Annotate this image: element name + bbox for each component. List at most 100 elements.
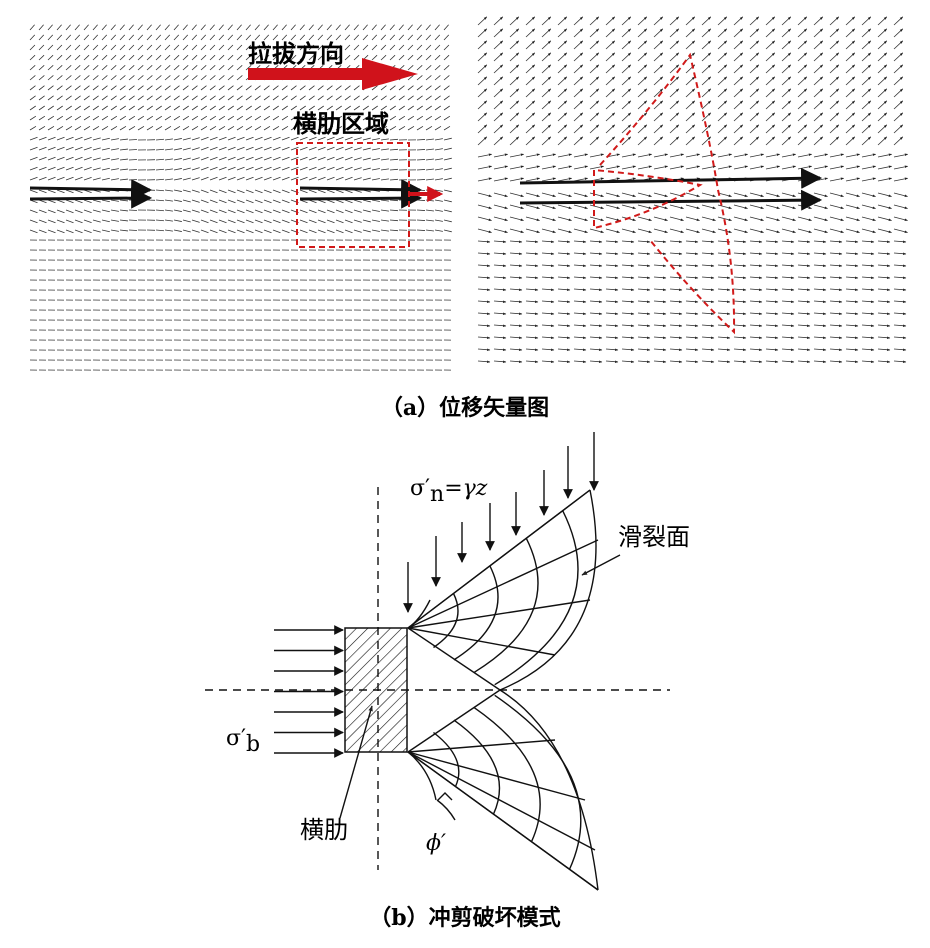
vector-arrow [637, 124, 648, 134]
vector-arrow [669, 276, 683, 280]
vector-arrow [416, 126, 424, 131]
vector-arrow [845, 216, 860, 221]
vector-arrow [443, 54, 450, 61]
vector-arrow [182, 65, 189, 71]
vector-arrow [47, 95, 54, 101]
vector-arrow [218, 54, 225, 61]
vector-arrow [605, 348, 619, 352]
vector-arrow [182, 85, 189, 91]
vector-arrow [218, 95, 225, 101]
vector-arrow [290, 105, 297, 111]
vector-arrow [493, 153, 509, 158]
vector-arrow [92, 54, 99, 61]
vector-arrow [227, 34, 234, 41]
vector-arrow [389, 34, 396, 41]
vector-arrow [493, 240, 507, 244]
vector-arrow [281, 136, 290, 141]
vector-arrow [74, 199, 83, 204]
vector-arrow [74, 126, 82, 131]
vector-arrow [733, 153, 749, 158]
vector-arrow [146, 126, 154, 131]
vector-arrow [110, 75, 117, 81]
vector-arrow [218, 44, 225, 51]
vector-arrow [326, 24, 332, 31]
vector-arrow [335, 44, 342, 51]
vector-arrow [362, 44, 369, 51]
vector-arrow [110, 44, 117, 51]
vector-arrow [164, 168, 173, 171]
vector-arrow [701, 52, 712, 62]
vector-arrow [605, 228, 620, 233]
vector-arrow [290, 146, 299, 151]
vector-arrow [218, 199, 227, 204]
vector-arrow [685, 276, 699, 280]
vector-arrow [717, 112, 728, 122]
vector-arrow [589, 100, 600, 110]
vector-arrow [509, 100, 520, 110]
vector-arrow [525, 153, 541, 158]
vector-arrow [155, 65, 162, 71]
vector-arrow [621, 240, 635, 244]
vector-arrow [371, 44, 378, 51]
vector-arrow [227, 85, 234, 91]
vector-arrow [749, 204, 764, 209]
vector-arrow [877, 100, 888, 110]
vector-arrow [191, 44, 198, 51]
vector-arrow [557, 165, 573, 170]
vector-arrow [525, 348, 539, 352]
vector-arrow [749, 165, 765, 170]
vector-arrow [263, 126, 271, 131]
vector-arrow [254, 176, 263, 181]
vector-arrow [765, 360, 779, 364]
vector-arrow [541, 192, 556, 197]
vector-arrow [173, 178, 182, 181]
vector-arrow [589, 240, 603, 244]
vector-arrow [155, 158, 165, 161]
vector-arrow [317, 176, 326, 181]
vector-arrow [92, 167, 101, 171]
vector-arrow [813, 336, 827, 340]
vector-arrow [182, 126, 190, 131]
vector-arrow [200, 199, 209, 204]
vector-arrow [477, 153, 493, 158]
vector-arrow [416, 209, 426, 211]
vector-arrow [525, 165, 541, 170]
vector-arrow [191, 177, 200, 181]
vector-arrow [74, 54, 81, 61]
vector-arrow [398, 44, 405, 51]
vector-arrow [380, 126, 388, 131]
vector-arrow [717, 124, 728, 134]
vector-arrow [845, 40, 856, 50]
vector-arrow [701, 88, 712, 98]
vector-arrow [227, 209, 236, 214]
vector-arrow [56, 105, 63, 111]
vector-arrow [83, 75, 90, 81]
vector-arrow [621, 52, 632, 62]
vector-arrow [541, 52, 552, 62]
vector-arrow [74, 219, 83, 224]
vector-arrow [621, 64, 632, 74]
vector-arrow [621, 312, 635, 316]
vector-arrow [829, 76, 840, 86]
vector-arrow [281, 44, 288, 51]
vector-arrow [443, 34, 450, 41]
vector-arrow [493, 204, 508, 209]
vector-arrow [110, 148, 119, 151]
vector-arrow [637, 52, 648, 62]
vector-arrow [416, 34, 423, 41]
vector-arrow [749, 64, 760, 74]
vector-arrow [128, 85, 135, 91]
vector-arrow [335, 189, 344, 194]
vector-arrow [128, 149, 138, 151]
vector-arrow [637, 64, 648, 74]
vector-arrow [416, 54, 423, 61]
vector-arrow [272, 219, 281, 224]
vector-arrow [829, 288, 843, 292]
vector-arrow [317, 54, 324, 61]
vector-arrow [477, 192, 492, 197]
vector-arrow [200, 176, 209, 181]
vector-arrow [263, 54, 270, 61]
vector-arrow [781, 76, 792, 86]
vector-arrow [701, 288, 715, 292]
vector-arrow [509, 216, 524, 221]
